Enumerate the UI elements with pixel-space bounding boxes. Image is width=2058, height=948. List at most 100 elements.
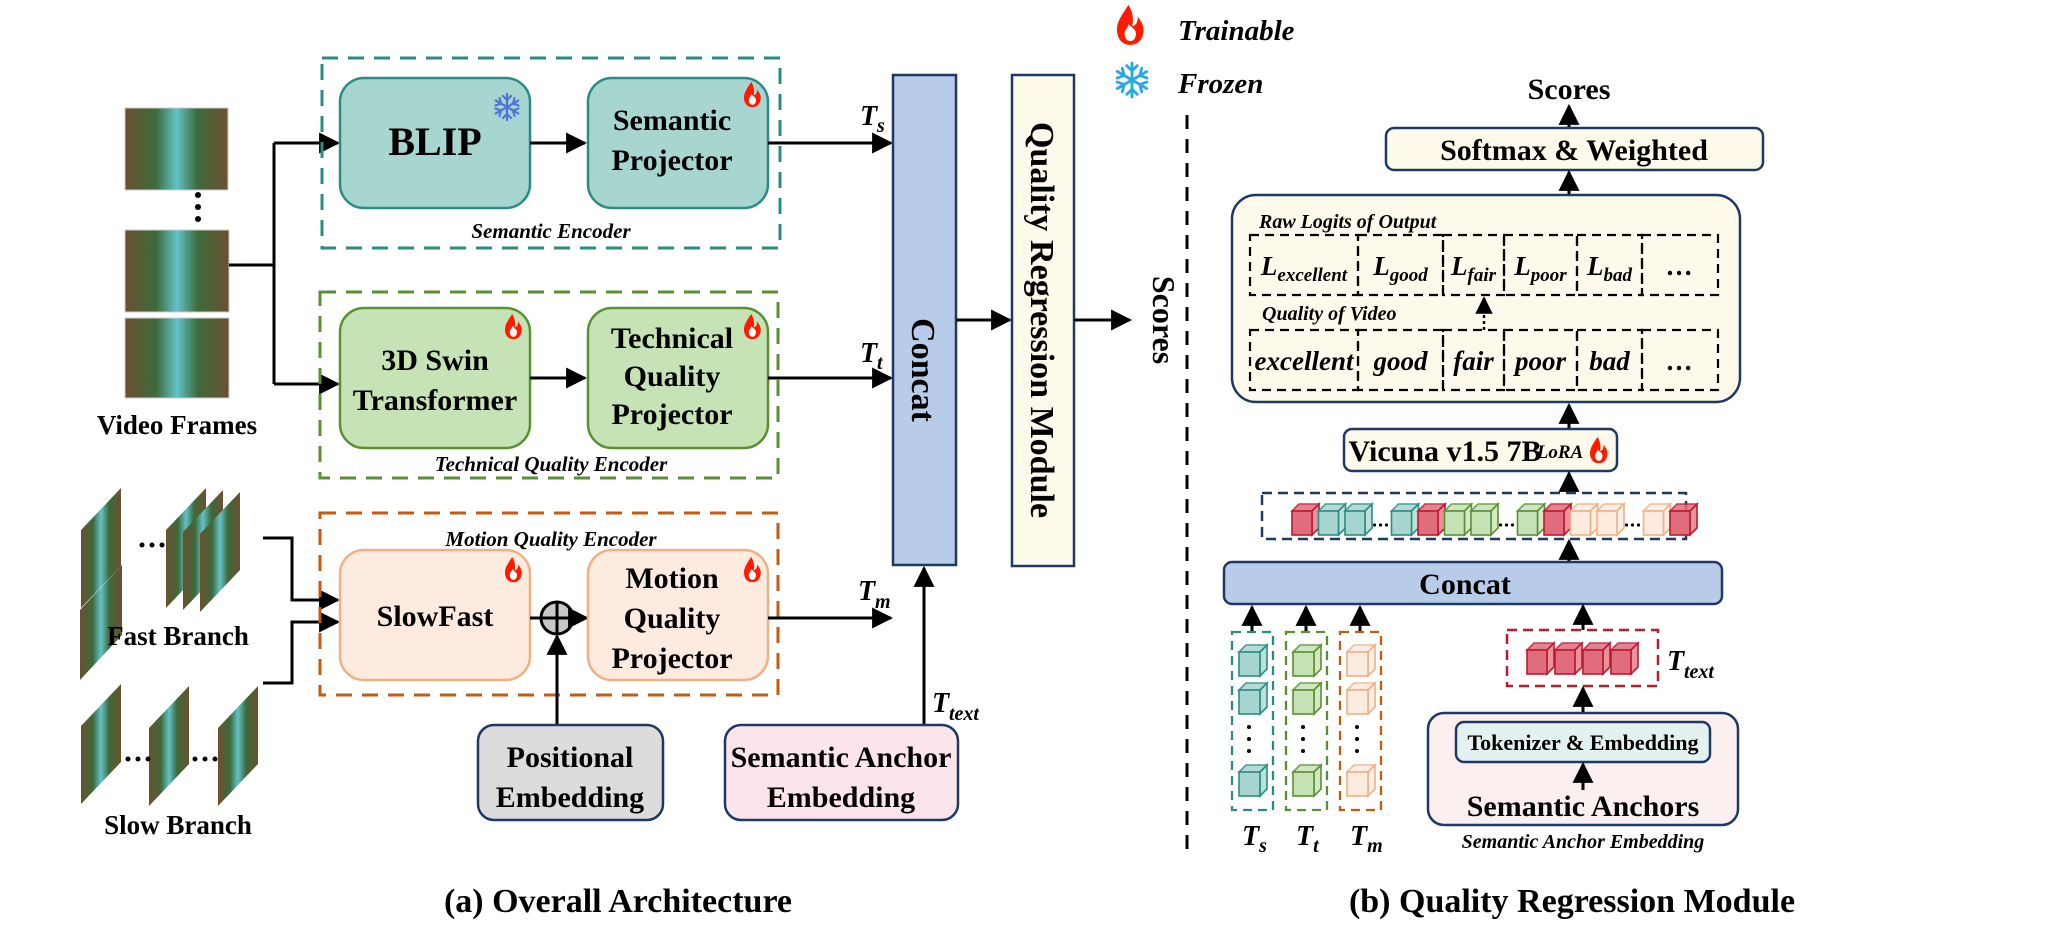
technical-quality-encoder: 3D Swin Transformer Technical Quality Pr… (318, 290, 894, 480)
legend-frozen-label: Frozen (1177, 68, 1263, 100)
quality-level-cell (1441, 328, 1506, 392)
quality-level-label: fair (1453, 346, 1494, 376)
quality-level-label: good (1373, 346, 1429, 376)
token-column-border (1338, 630, 1383, 812)
semantic-encoder-label: Semantic Encoder (471, 219, 631, 243)
blip-label: BLIP (388, 119, 481, 164)
anchor-embedding-caption: Semantic Anchor Embedding (1462, 831, 1705, 853)
right-scores-label: Scores (1528, 73, 1611, 106)
technical-projector-line2: Quality (624, 360, 721, 393)
technical-encoder-label: Technical Quality Encoder (435, 452, 668, 476)
ellipsis-dot (1504, 523, 1509, 527)
token-cube-tec (1469, 502, 1500, 537)
token-cube-sem (1343, 502, 1374, 537)
slow-frame (81, 684, 121, 804)
logit-cell (1441, 233, 1506, 297)
technical-projector-line1: Technical (611, 322, 733, 355)
motion-projector-line1: Motion (625, 562, 719, 595)
logit-cell (1356, 233, 1445, 297)
frame-connectors (229, 132, 341, 685)
semantic-anchors-block: Tokenizer & Embedding Semantic Anchors (1426, 711, 1740, 827)
token-cube-sem (1237, 681, 1269, 716)
ellipsis-dot (1301, 737, 1305, 741)
slow-branch-frames: Slow Branch (81, 684, 258, 840)
token-cube-text (1609, 641, 1640, 676)
ellipsis-dot (1355, 725, 1359, 729)
semantic-encoder: BLIP Semantic Projector Semantic Encoder… (320, 56, 894, 250)
token-cube-mot (1345, 763, 1377, 798)
vicuna-label: Vicuna v1.5 7B (1348, 435, 1541, 468)
quality-of-video-title: Quality of Video (1262, 303, 1396, 325)
logit-cell (1640, 233, 1720, 297)
token-column-label: Tt (1296, 821, 1320, 857)
positional-line1: Positional (507, 741, 634, 774)
motion-quality-encoder: Motion Quality Encoder SlowFast Motion Q… (318, 511, 894, 697)
slow-branch-label: Slow Branch (104, 810, 252, 840)
semantic-projector-label-line2: Projector (611, 144, 732, 177)
ellipsis-dot (1378, 523, 1383, 527)
flame-icon (1117, 5, 1144, 45)
tt-label-base: T (860, 338, 879, 369)
token-cube-text (1668, 502, 1699, 537)
quality-level-cell (1356, 328, 1445, 392)
snowflake-icon (1115, 61, 1149, 99)
fast-branch-label: Fast Branch (107, 621, 249, 651)
token-sequence (1290, 502, 1699, 537)
token-column-border (1284, 630, 1329, 812)
token-column-label: Tm (1350, 821, 1383, 857)
concat-block: Concat (891, 73, 958, 567)
right-concat-label: Concat (1419, 568, 1511, 601)
ttext-label-base: T (932, 688, 951, 719)
ellipsis-dot (195, 192, 201, 198)
softmax-label: Softmax & Weighted (1440, 134, 1708, 167)
token-cube-mot (1641, 502, 1673, 537)
positional-embedding-block (476, 723, 665, 822)
fast-frame (200, 492, 240, 612)
ellipsis-dot (1630, 523, 1635, 527)
ellipsis-dot (195, 216, 201, 222)
token-cube-mot (1595, 502, 1626, 537)
ellipsis-dot (195, 204, 201, 210)
token-cube-sem (1389, 502, 1421, 537)
motion-encoder-border (318, 511, 780, 697)
fast-frame (80, 565, 122, 680)
softmax-weighted-block: Softmax & Weighted (1384, 126, 1765, 172)
positional-embedding: Positional Embedding (476, 633, 665, 822)
logit-cell (1502, 233, 1579, 297)
ellipsis-dot (1384, 523, 1389, 527)
add-operator-icon (539, 600, 575, 636)
fast-frame (81, 488, 121, 608)
text-tokens (1525, 641, 1640, 676)
caption-quality-regression-module: (b) Quality Regression Module (1349, 883, 1795, 920)
legend: Trainable Frozen (1115, 5, 1295, 100)
swin-label-line2: Transformer (353, 384, 517, 417)
swin-transformer-block (338, 306, 532, 450)
logit-label: … (1667, 251, 1694, 281)
tm-label-sub: m (875, 591, 891, 613)
video-frame-thumbnail (124, 229, 230, 313)
semantic-anchor-embedding: T text Semantic Anchor Embedding (723, 565, 980, 822)
token-cube-mot (1345, 681, 1377, 716)
legend-trainable-label: Trainable (1178, 15, 1295, 47)
tt-label-sub: t (877, 352, 884, 374)
token-cube-text (1290, 502, 1321, 537)
token-cube-tec (1291, 763, 1323, 798)
semantic-projector-block (586, 76, 770, 210)
ellipsis-dot (1624, 523, 1629, 527)
semantic-anchors-label: Semantic Anchors (1467, 790, 1700, 823)
token-column-border (1230, 630, 1275, 812)
motion-projector-line2: Quality (624, 602, 721, 635)
tokenizer-label: Tokenizer & Embedding (1467, 730, 1698, 755)
ellipsis-dot (1247, 725, 1251, 729)
scores-output-label: Scores (1146, 276, 1182, 364)
video-frame-thumbnail (124, 317, 230, 399)
token-cube-sem (1237, 763, 1269, 798)
token-cube-mot (1345, 643, 1377, 678)
token-cube-tec (1515, 502, 1547, 537)
right-ttext-sub: text (1684, 661, 1715, 683)
token-cube-sem (1316, 502, 1348, 537)
ellipsis-dot (1355, 737, 1359, 741)
